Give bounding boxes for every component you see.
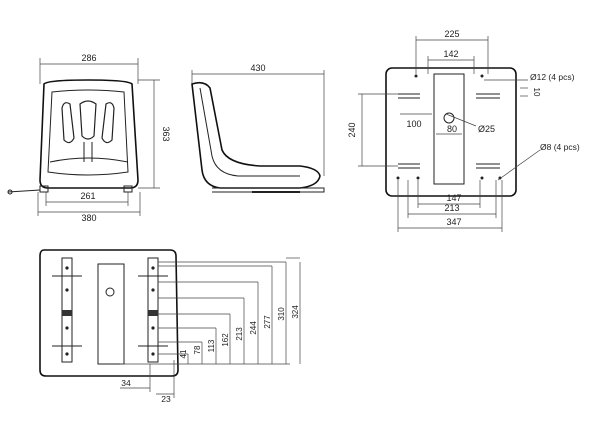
- dim-label-23: 23: [161, 394, 171, 404]
- dim-label-261: 261: [80, 191, 95, 201]
- rail-block: [62, 310, 72, 316]
- rail-hole: [151, 266, 155, 270]
- bottom-view: 41 78 113 162 213 244 277 310 324 34 23: [39, 249, 301, 404]
- top-hole: [416, 176, 420, 180]
- dim-label-380: 380: [81, 213, 96, 223]
- front-slot-left: [61, 102, 75, 144]
- front-lever: [7, 189, 41, 193]
- dim-label-41: 41: [179, 349, 188, 358]
- top-center-slot: [433, 73, 465, 185]
- dim-label-225: 225: [444, 29, 459, 39]
- dim-label-213: 213: [444, 203, 459, 213]
- front-slot-center: [79, 100, 97, 140]
- top-center-hole: [443, 112, 455, 124]
- front-foot-left: [39, 185, 49, 193]
- label-hole12: Ø12 (4 pcs): [530, 72, 575, 82]
- rail-hole: [65, 288, 69, 292]
- dim-label-310: 310: [277, 307, 286, 321]
- front-lever-knob: [7, 189, 13, 195]
- dim-label-324: 324: [291, 305, 300, 319]
- dim-label-147: 147: [446, 193, 461, 203]
- dim-label-113: 113: [207, 339, 216, 352]
- rail-block: [148, 310, 158, 316]
- top-plate-outline: [385, 67, 517, 197]
- rail-hole: [151, 352, 155, 356]
- dim-label-162: 162: [221, 333, 230, 347]
- dim-label-34: 34: [121, 378, 131, 388]
- front-slot-right: [101, 102, 115, 144]
- dim-label-240: 240: [347, 122, 357, 137]
- top-hole: [414, 74, 418, 78]
- dim-label-347: 347: [446, 217, 461, 227]
- front-foot-right: [123, 185, 133, 193]
- label-hole25: Ø25: [478, 124, 495, 134]
- bottom-center-slot: [97, 263, 125, 365]
- rail-hole: [65, 326, 69, 330]
- front-stem: [83, 142, 93, 162]
- rail-hole: [65, 266, 69, 270]
- dim-label-10: 10: [532, 88, 541, 97]
- vertical-dimension-stack: 41 78 113 162 213 244 277 310 324: [120, 257, 301, 365]
- side-view: 430: [191, 63, 325, 193]
- top-hole: [480, 74, 484, 78]
- dim-label-142: 142: [443, 49, 458, 59]
- rail-hole: [151, 288, 155, 292]
- dim-label-213: 213: [235, 327, 244, 341]
- rail-hole: [65, 352, 69, 356]
- front-cushion: [49, 157, 129, 163]
- side-seat-outline: [191, 81, 321, 189]
- dim-label-78: 78: [193, 345, 202, 354]
- dim-label-277: 277: [263, 315, 272, 329]
- top-view: 225 142 Ø12 (4 pcs) 10 240 100 Ø25 80 Ø8…: [347, 29, 580, 232]
- dim-label-80: 80: [447, 124, 457, 134]
- front-seat-inner: [47, 89, 129, 176]
- dim-label-286: 286: [81, 53, 96, 63]
- rail-hole: [151, 326, 155, 330]
- dim-label-363: 363: [161, 126, 171, 141]
- bottom-plate-outline: [39, 249, 179, 377]
- label-hole8: Ø8 (4 pcs): [540, 142, 580, 152]
- top-hole: [396, 176, 400, 180]
- dim-label-430: 430: [250, 63, 265, 73]
- dim-label-244: 244: [249, 321, 258, 335]
- front-view: 286 363 261 380: [7, 53, 171, 223]
- side-seat-inner: [199, 87, 300, 177]
- leader-hole8: [497, 149, 541, 181]
- dim-label-100: 100: [406, 119, 421, 129]
- top-hole: [480, 176, 484, 180]
- front-seat-outline: [39, 79, 139, 189]
- leader-hole25: [445, 113, 477, 127]
- bottom-center-hole: [105, 287, 115, 297]
